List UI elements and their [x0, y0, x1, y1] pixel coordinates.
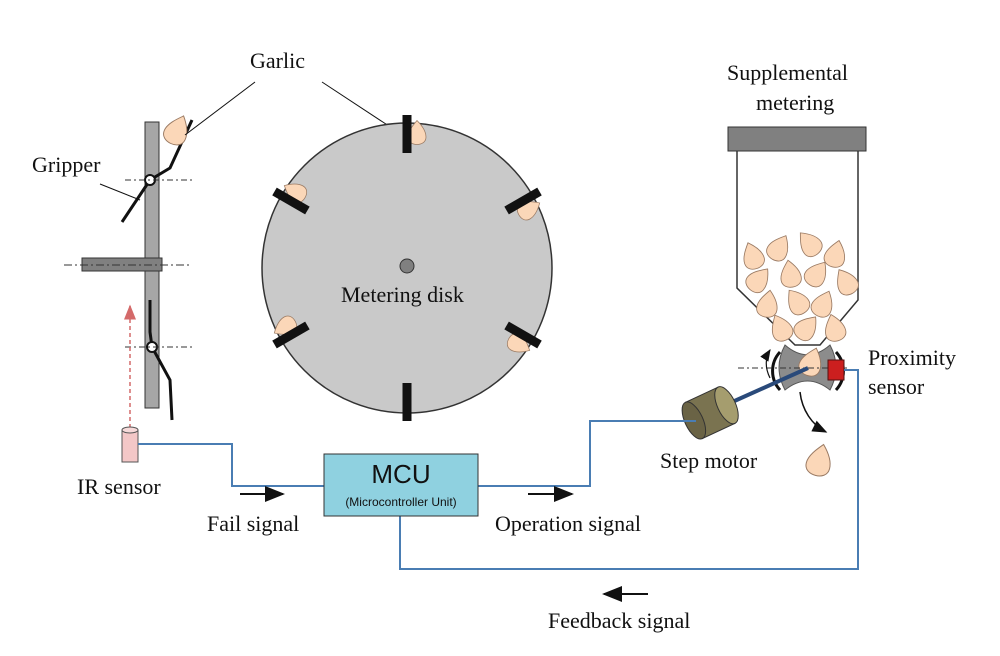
gripper-leader	[99, 183, 141, 201]
hopper-garlic	[754, 288, 781, 320]
label-proximity-1: Proximity	[868, 345, 956, 370]
motor-shaft	[729, 366, 809, 405]
garlic-leader-left	[184, 81, 256, 136]
disk-center-hub	[399, 258, 415, 274]
label-feedback-signal: Feedback signal	[548, 608, 690, 633]
label-gripper: Gripper	[32, 152, 101, 177]
mcu-box: MCU (Microcontroller Unit)	[323, 453, 479, 517]
hopper-garlic	[777, 258, 804, 290]
hopper-garlic	[807, 286, 839, 321]
label-supplemental-1: Supplemental	[727, 60, 848, 85]
proximity-sensor-body	[827, 359, 845, 381]
label-supplemental-2: metering	[756, 90, 834, 115]
disk-slot	[272, 321, 310, 349]
label-fail-signal: Fail signal	[207, 511, 299, 536]
ir-sensor	[121, 426, 139, 463]
hopper-garlic	[829, 264, 862, 299]
label-ir-sensor: IR sensor	[77, 474, 161, 499]
proximity-feedback-wire	[399, 369, 859, 570]
metering-disk: Metering disk	[261, 115, 553, 421]
label-proximity-2: sensor	[868, 374, 925, 399]
hopper-lid	[727, 126, 867, 152]
hopper-garlic	[821, 237, 850, 270]
disk-slot	[504, 187, 542, 215]
disk-slot	[504, 321, 542, 349]
mcu-subtitle: (Microcontroller Unit)	[345, 495, 456, 509]
hopper-garlic-pile	[737, 225, 862, 345]
mcu-title: MCU	[371, 459, 430, 489]
hopper-garlic	[737, 238, 768, 273]
label-operation-signal: Operation signal	[495, 511, 641, 536]
disk-slots	[269, 115, 545, 421]
hopper-body	[736, 151, 859, 346]
ir-to-mcu-wire	[138, 443, 324, 487]
hopper-garlic	[780, 283, 814, 319]
rotation-arrow	[760, 348, 771, 379]
dropped-garlic	[803, 440, 836, 479]
supplemental-metering	[727, 126, 867, 479]
mcu-to-motor-wire	[478, 420, 696, 487]
garlic-leader-right	[321, 81, 399, 133]
label-step-motor: Step motor	[660, 448, 758, 473]
gripper-assembly	[64, 110, 195, 463]
drop-arrow	[799, 391, 828, 433]
hopper-garlic	[763, 230, 796, 265]
label-metering-disk: Metering disk	[341, 282, 464, 307]
label-garlic: Garlic	[250, 48, 305, 73]
hopper-garlic	[792, 225, 827, 261]
disk-slot	[272, 187, 310, 215]
